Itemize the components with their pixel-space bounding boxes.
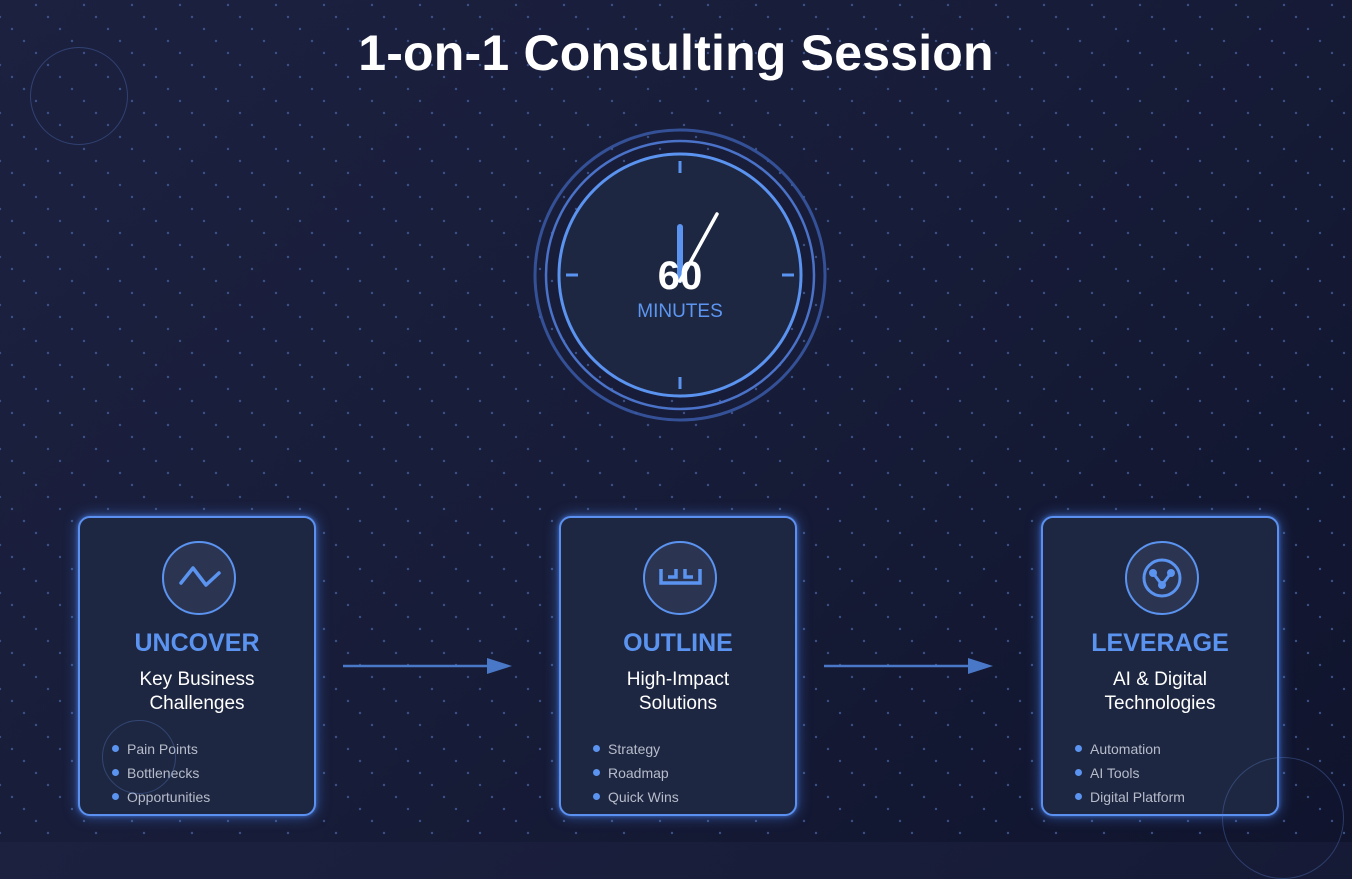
list-item-text: Pain Points bbox=[127, 741, 198, 757]
step-subtitle-line: AI & Digital bbox=[1113, 669, 1207, 690]
list-item-text: Strategy bbox=[608, 741, 661, 757]
list-item: AI Tools bbox=[1075, 761, 1185, 785]
list-item: Pain Points bbox=[112, 737, 210, 761]
list-item-text: Automation bbox=[1090, 741, 1161, 757]
bullet-dot-icon bbox=[593, 769, 600, 776]
list-item: Opportunities bbox=[112, 785, 210, 809]
bullet-dot-icon bbox=[1075, 769, 1082, 776]
step-bullet-list: Strategy Roadmap Quick Wins bbox=[593, 737, 679, 809]
arrow-right-icon bbox=[824, 656, 1004, 676]
bullet-dot-icon bbox=[1075, 793, 1082, 800]
list-item: Quick Wins bbox=[593, 785, 679, 809]
list-item: Digital Platform bbox=[1075, 785, 1185, 809]
step-subtitle: AI & Digital Technologies bbox=[1043, 668, 1277, 716]
bullet-dot-icon bbox=[1075, 745, 1082, 752]
step-card-uncover: UNCOVER Key Business Challenges Pain Poi… bbox=[78, 516, 316, 816]
step-bullet-list: Pain Points Bottlenecks Opportunities bbox=[112, 737, 210, 809]
step-subtitle-line: Key Business bbox=[139, 669, 255, 690]
step-subtitle: Key Business Challenges bbox=[80, 668, 314, 716]
bullet-dot-icon bbox=[112, 745, 119, 752]
duration-value: 60 bbox=[657, 254, 703, 298]
arrow-right-icon bbox=[343, 656, 523, 676]
step-subtitle: High-Impact Solutions bbox=[561, 668, 795, 716]
list-item: Automation bbox=[1075, 737, 1185, 761]
clock-icon bbox=[533, 128, 827, 422]
step-subtitle-line: Solutions bbox=[638, 693, 718, 714]
clock-tick-marks bbox=[566, 161, 794, 389]
step-heading: LEVERAGE bbox=[1091, 629, 1229, 657]
list-item: Roadmap bbox=[593, 761, 679, 785]
list-item-text: Roadmap bbox=[608, 765, 669, 781]
bullet-dot-icon bbox=[112, 793, 119, 800]
list-item-text: Quick Wins bbox=[608, 789, 679, 805]
bullet-dot-icon bbox=[593, 745, 600, 752]
bullet-dot-icon bbox=[593, 793, 600, 800]
step-subtitle-line: Technologies bbox=[1104, 693, 1216, 714]
step-subtitle-line: Challenges bbox=[149, 693, 245, 714]
step-card-outline: OUTLINE High-Impact Solutions Strategy R… bbox=[559, 516, 797, 816]
trend-zigzag-icon bbox=[162, 541, 236, 615]
bullet-dot-icon bbox=[112, 769, 119, 776]
step-heading: UNCOVER bbox=[134, 629, 260, 657]
page-title: 1-on-1 Consulting Session bbox=[358, 25, 994, 81]
list-item-text: Opportunities bbox=[127, 789, 211, 805]
blueprint-outline-icon bbox=[643, 541, 717, 615]
list-item: Bottlenecks bbox=[112, 761, 210, 785]
step-bullet-list: Automation AI Tools Digital Platform bbox=[1075, 737, 1185, 809]
list-item-text: Bottlenecks bbox=[127, 765, 200, 781]
session-duration-clock: 60 MINUTES bbox=[530, 125, 830, 425]
step-heading: OUTLINE bbox=[623, 629, 733, 657]
clock-minute-hand bbox=[678, 212, 719, 283]
step-subtitle-line: High-Impact bbox=[626, 669, 730, 690]
list-item-text: AI Tools bbox=[1090, 765, 1140, 781]
list-item: Strategy bbox=[593, 737, 679, 761]
duration-unit: MINUTES bbox=[637, 301, 723, 322]
step-card-leverage: LEVERAGE AI & Digital Technologies Autom… bbox=[1041, 516, 1279, 816]
network-nodes-icon bbox=[1125, 541, 1199, 615]
list-item-text: Digital Platform bbox=[1090, 789, 1185, 805]
